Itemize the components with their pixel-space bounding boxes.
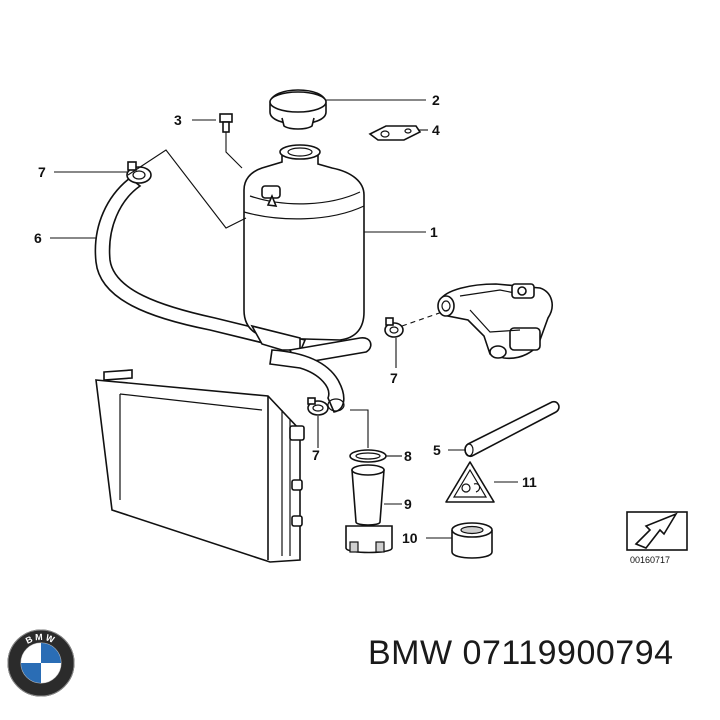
- callout-6: 6: [34, 230, 42, 246]
- hose-6: [94, 176, 307, 353]
- part-number-label: BMW 07119900794: [368, 634, 674, 672]
- leader-lines: [50, 99, 518, 539]
- svg-text:BMW: BMW: [24, 632, 58, 646]
- hose-clamp-7-bottom: [307, 397, 329, 416]
- callout-7-top: 7: [38, 164, 46, 180]
- callout-5: 5: [433, 442, 441, 458]
- screw-3: [219, 113, 233, 133]
- callout-2: 2: [432, 92, 440, 108]
- callout-8: 8: [404, 448, 412, 464]
- callout-10: 10: [402, 530, 418, 546]
- o-ring-8: [349, 449, 387, 463]
- bmw-logo: BMW: [7, 629, 75, 697]
- filler-cap-2: [269, 89, 327, 130]
- sensor-9: [345, 464, 393, 554]
- bmw-logo-letters: BMW: [24, 632, 56, 646]
- thermostat-housing: [437, 283, 553, 360]
- callout-4: 4: [432, 122, 440, 138]
- diagram-reference-number: 00160717: [630, 555, 670, 565]
- callout-1: 1: [430, 224, 438, 240]
- callout-7-bottom: 7: [312, 447, 320, 463]
- lower-hose: [269, 349, 345, 413]
- hose-clamp-7-right: [384, 317, 404, 338]
- radiator: [95, 369, 305, 563]
- callout-7-right: 7: [390, 370, 398, 386]
- callout-11: 11: [522, 474, 537, 490]
- ring-10: [451, 522, 493, 559]
- callout-3: 3: [174, 112, 182, 128]
- hose-clamp-7-top: [126, 161, 152, 184]
- callout-9: 9: [404, 496, 412, 512]
- reference-arrow-box: [626, 511, 688, 551]
- hose-5: [464, 400, 560, 458]
- warning-label-11: [445, 461, 495, 503]
- assembly-lines: [127, 132, 449, 448]
- expansion-tank-1: [243, 144, 365, 351]
- bracket-4: [368, 125, 422, 141]
